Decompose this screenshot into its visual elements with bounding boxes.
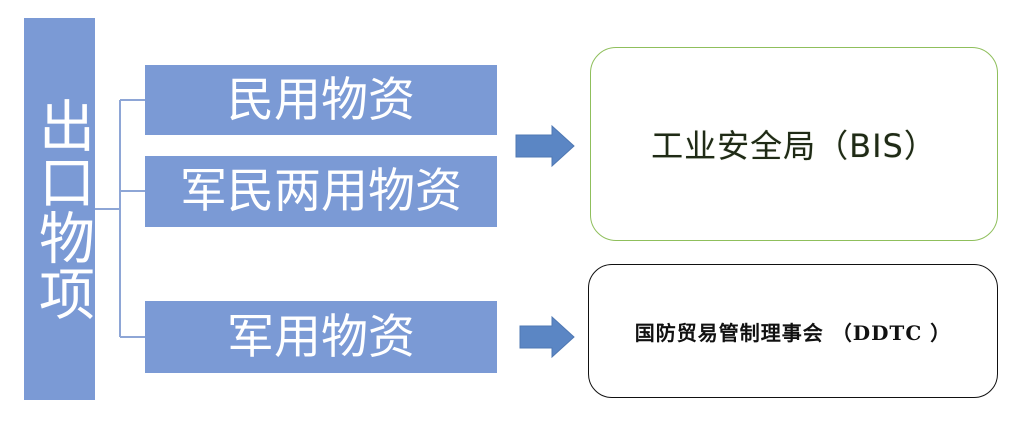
- category-civil-goods: 民用物资: [145, 65, 497, 135]
- agency-bis-label: 工业安全局（BIS）: [651, 127, 937, 165]
- category-military-label: 军用物资: [227, 309, 415, 365]
- export-items-box: 出口物项: [24, 18, 95, 400]
- right-arrow-icon: [519, 315, 575, 359]
- right-arrow-icon: [515, 124, 575, 168]
- agency-bis-box: 工业安全局（BIS）: [590, 47, 998, 241]
- category-civil-label: 民用物资: [227, 72, 415, 128]
- export-items-title: 出口物项: [29, 97, 95, 321]
- category-dual-use-goods: 军民两用物资: [145, 156, 497, 227]
- category-military-goods: 军用物资: [145, 301, 497, 373]
- category-dual-use-label: 军民两用物资: [180, 164, 462, 219]
- agency-ddtc-box: 国防贸易管制理事会 （DDTC ）: [588, 264, 998, 398]
- agency-ddtc-label: 国防贸易管制理事会 （DDTC ）: [634, 320, 952, 345]
